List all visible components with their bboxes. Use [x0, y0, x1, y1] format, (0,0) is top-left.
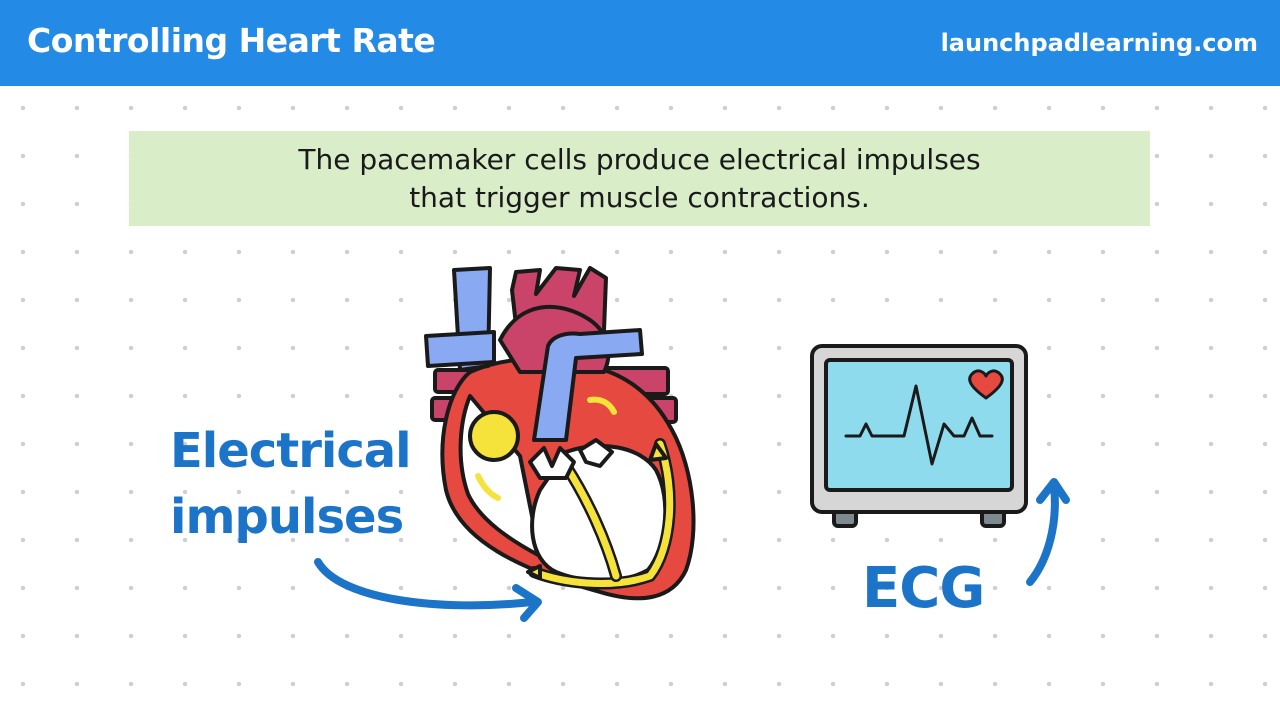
caption-line-1: The pacemaker cells produce electrical i…: [298, 142, 981, 176]
header-bar: Controlling Heart Rate launchpadlearning…: [0, 0, 1280, 86]
site-name: launchpadlearning.com: [940, 29, 1258, 57]
caption-line-2: that trigger muscle contractions.: [409, 180, 870, 214]
page-title: Controlling Heart Rate: [27, 21, 436, 60]
caption-box: The pacemaker cells produce electrical i…: [129, 131, 1150, 226]
electrical-impulses-label: Electrical impulses: [170, 418, 412, 550]
electrical-label-line-2: impulses: [170, 489, 404, 545]
ecg-label: ECG: [862, 556, 985, 621]
electrical-label-line-1: Electrical: [170, 423, 412, 479]
